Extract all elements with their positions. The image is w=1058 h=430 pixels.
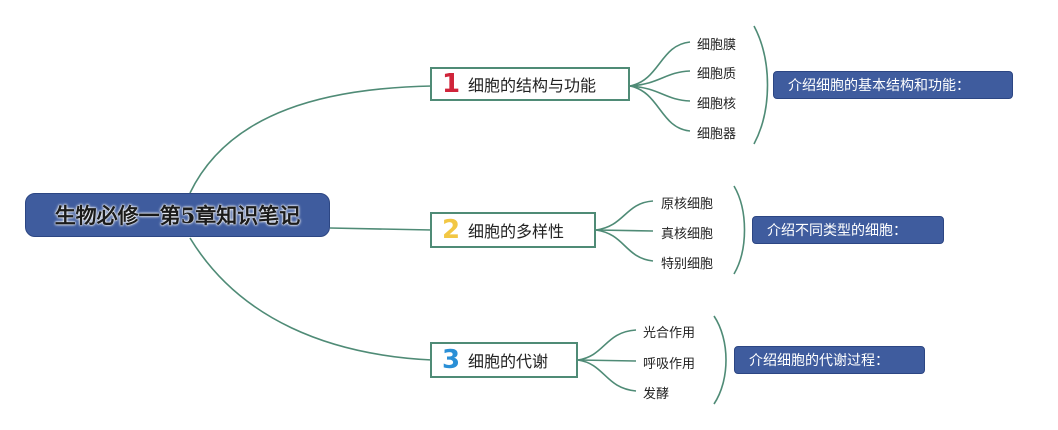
leaf-3-1[interactable]: 光合作用 xyxy=(643,326,696,341)
leaf-3-2[interactable]: 呼吸作用 xyxy=(643,357,696,372)
note-1[interactable]: 介绍细胞的基本结构和功能： xyxy=(773,71,1013,99)
branch-label-3: 细胞的代谢 xyxy=(468,352,549,371)
leaf-1-3[interactable]: 细胞核 xyxy=(697,97,737,112)
branch-topic-2[interactable]: 2 细胞的多样性 xyxy=(430,212,596,248)
leaf-1-4[interactable]: 细胞器 xyxy=(697,127,737,142)
branch-number-2: 2 xyxy=(441,215,461,245)
leaf-2-1[interactable]: 原核细胞 xyxy=(661,197,714,212)
root-topic-label: 生物必修一第5章知识笔记 xyxy=(54,203,301,228)
note-1-label: 介绍细胞的基本结构和功能： xyxy=(788,78,970,94)
branch-label-1: 细胞的结构与功能 xyxy=(468,76,597,95)
branch-label-2: 细胞的多样性 xyxy=(468,222,565,241)
leaf-2-2[interactable]: 真核细胞 xyxy=(661,227,714,242)
note-3[interactable]: 介绍细胞的代谢过程： xyxy=(734,346,925,374)
branch-topic-1[interactable]: 1 细胞的结构与功能 xyxy=(430,67,630,101)
note-3-label: 介绍细胞的代谢过程： xyxy=(749,353,889,369)
note-2-label: 介绍不同类型的细胞： xyxy=(767,223,907,239)
root-topic[interactable]: 生物必修一第5章知识笔记 xyxy=(25,193,330,237)
note-2[interactable]: 介绍不同类型的细胞： xyxy=(752,216,944,244)
branch-topic-3[interactable]: 3 细胞的代谢 xyxy=(430,342,578,378)
leaf-2-3[interactable]: 特别细胞 xyxy=(661,257,714,272)
branch-number-1: 1 xyxy=(441,69,461,99)
leaf-3-3[interactable]: 发酵 xyxy=(643,387,670,402)
leaf-1-2[interactable]: 细胞质 xyxy=(697,67,737,82)
leaf-1-1[interactable]: 细胞膜 xyxy=(697,38,737,53)
branch-number-3: 3 xyxy=(441,345,461,375)
